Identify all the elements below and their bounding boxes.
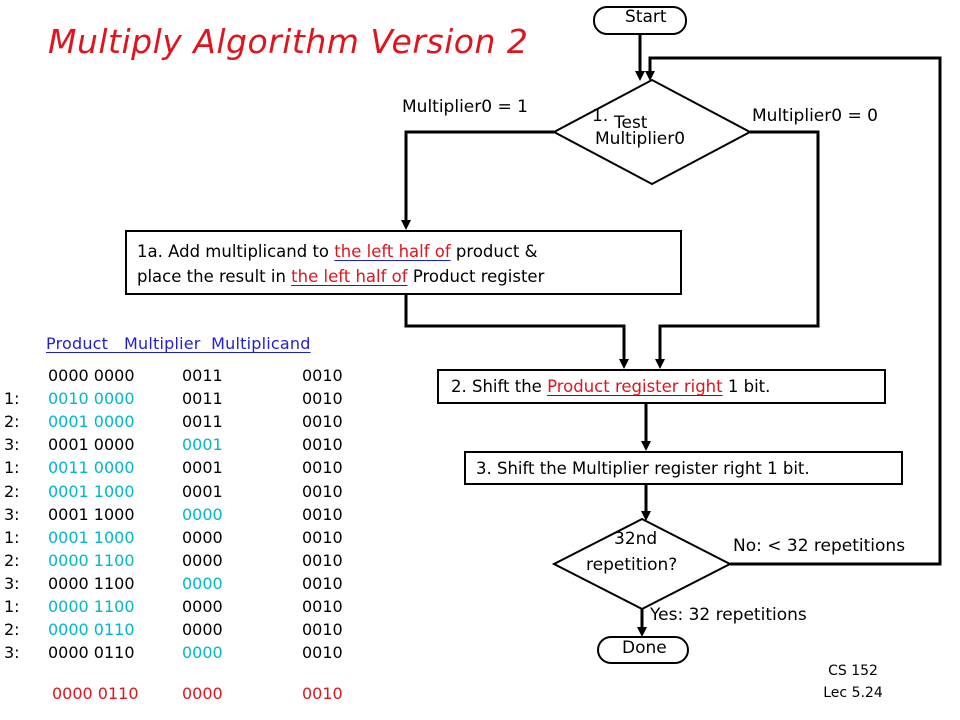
arrow-branch-multiplier-0 — [655, 130, 820, 369]
row-multiplicand: 0010 — [302, 527, 343, 547]
final-multiplier: 0000 — [182, 684, 223, 703]
row-multiplicand: 0010 — [302, 504, 343, 524]
yes-branch-label: Yes: 32 repetitions — [650, 605, 807, 625]
done-label: Done — [622, 638, 667, 658]
page-title: Multiply Algorithm Version 2 — [48, 22, 529, 61]
start-label: Start — [625, 7, 667, 27]
row-multiplicand: 0010 — [302, 458, 343, 478]
row-multiplier: 0000 — [182, 620, 223, 640]
row-step: 2: — [4, 550, 20, 570]
row-multiplicand: 0010 — [302, 435, 343, 455]
row-step: 1: — [4, 458, 20, 478]
step-3-text: 3. Shift the Multiplier register right 1… — [476, 459, 810, 478]
step-3-box: 3. Shift the Multiplier register right 1… — [464, 451, 903, 485]
row-step: 2: — [4, 412, 20, 432]
row-multiplicand: 0010 — [302, 412, 343, 432]
course-label: CS 152 — [828, 663, 878, 679]
step-2-prefix: 2. Shift the — [451, 377, 548, 396]
row-multiplier: 0000 — [182, 527, 223, 547]
final-multiplicand: 0010 — [302, 684, 343, 703]
no-branch-label: No: < 32 repetitions — [733, 536, 906, 556]
test-label-line1: Test — [614, 113, 648, 133]
test-diamond — [551, 78, 753, 186]
row-product: 0001 0000 — [48, 412, 135, 432]
done-terminator — [597, 636, 689, 664]
row-multiplier: 0011 — [182, 412, 223, 432]
test-label-line2: Multiplier0 — [595, 129, 686, 149]
row-product: 0000 1100 — [48, 597, 135, 616]
branch-label-multiplier-0: Multiplier0 = 0 — [752, 106, 878, 126]
decision-label-line1: 32nd — [614, 529, 658, 549]
step-1a-line1: 1a. Add multiplicand to the left half of… — [137, 239, 538, 264]
step-1a-line2: place the result in the left half of Pro… — [137, 264, 544, 289]
row-product: 0000 0000 — [48, 366, 135, 385]
row-multiplier: 0000 — [182, 573, 223, 593]
row-multiplier: 0001 — [182, 435, 223, 455]
row-multiplicand: 0010 — [302, 389, 343, 409]
step-2-highlight: Product register right — [547, 377, 723, 396]
row-product: 0000 0110 — [48, 643, 135, 663]
row-step: 1: — [4, 389, 20, 409]
row-multiplicand: 0010 — [302, 550, 343, 570]
step-1a-line1-suffix: product & — [450, 242, 538, 261]
step-1a-line2-highlight: the left half of — [291, 267, 408, 286]
row-multiplicand: 0010 — [302, 481, 343, 501]
row-product: 0001 1000 — [48, 481, 135, 501]
row-step: 3: — [4, 573, 20, 593]
step-2-suffix: 1 bit. — [722, 377, 771, 396]
row-product: 0001 1000 — [48, 504, 135, 524]
step-2-box: 2. Shift the Product register right 1 bi… — [437, 369, 886, 404]
step-1a-line2-prefix: place the result in — [137, 267, 292, 286]
row-step: 2: — [4, 620, 20, 640]
row-step: 1: — [4, 527, 20, 547]
row-multiplicand: 0010 — [302, 597, 343, 616]
row-multiplier: 0011 — [182, 389, 223, 409]
row-multiplicand: 0010 — [302, 573, 343, 593]
slide-footer: CS 152 Lec 5.24 — [814, 660, 892, 704]
step-1a-line1-prefix: 1a. Add multiplicand to — [137, 242, 335, 261]
row-step: 3: — [4, 504, 20, 524]
row-step: 1: — [4, 597, 20, 616]
arrow-branch-multiplier-1 — [401, 130, 554, 230]
row-multiplier: 0000 — [182, 597, 223, 616]
decision-label-line2: repetition? — [586, 555, 678, 575]
row-step: 3: — [4, 643, 20, 663]
row-product: 0011 0000 — [48, 458, 135, 478]
row-multiplier: 0000 — [182, 643, 223, 663]
row-multiplicand: 0010 — [302, 366, 343, 385]
row-product: 0001 1000 — [48, 527, 135, 547]
row-product: 0010 0000 — [48, 389, 135, 409]
row-step: 2: — [4, 481, 20, 501]
test-step-number: 1. — [592, 106, 609, 126]
branch-label-multiplier-1: Multiplier0 = 1 — [402, 97, 528, 117]
row-product: 0000 1100 — [48, 573, 135, 593]
row-multiplier: 0000 — [182, 504, 223, 524]
row-multiplicand: 0010 — [302, 643, 343, 663]
arrow-loop-no — [645, 56, 942, 566]
step-1a-box: 1a. Add multiplicand to the left half of… — [125, 230, 682, 295]
final-product: 0000 0110 — [52, 684, 139, 703]
row-multiplicand: 0010 — [302, 620, 343, 640]
row-product: 0000 0110 — [48, 620, 135, 640]
step-1a-line2-suffix: Product register — [407, 267, 545, 286]
step-2-text: 2. Shift the Product register right 1 bi… — [451, 374, 770, 399]
lecture-label: Lec 5.24 — [823, 685, 883, 701]
row-multiplier: 0001 — [182, 458, 223, 478]
row-multiplier: 0000 — [182, 550, 223, 570]
row-product: 0001 0000 — [48, 435, 135, 455]
row-product: 0000 1100 — [48, 550, 135, 570]
row-multiplier: 0011 — [182, 366, 223, 385]
arrow-1a-to-step2 — [404, 295, 629, 369]
table-header: Product Multiplier Multiplicand — [46, 334, 311, 353]
row-step: 3: — [4, 435, 20, 455]
row-multiplier: 0001 — [182, 481, 223, 501]
step-1a-line1-highlight: the left half of — [334, 242, 451, 261]
